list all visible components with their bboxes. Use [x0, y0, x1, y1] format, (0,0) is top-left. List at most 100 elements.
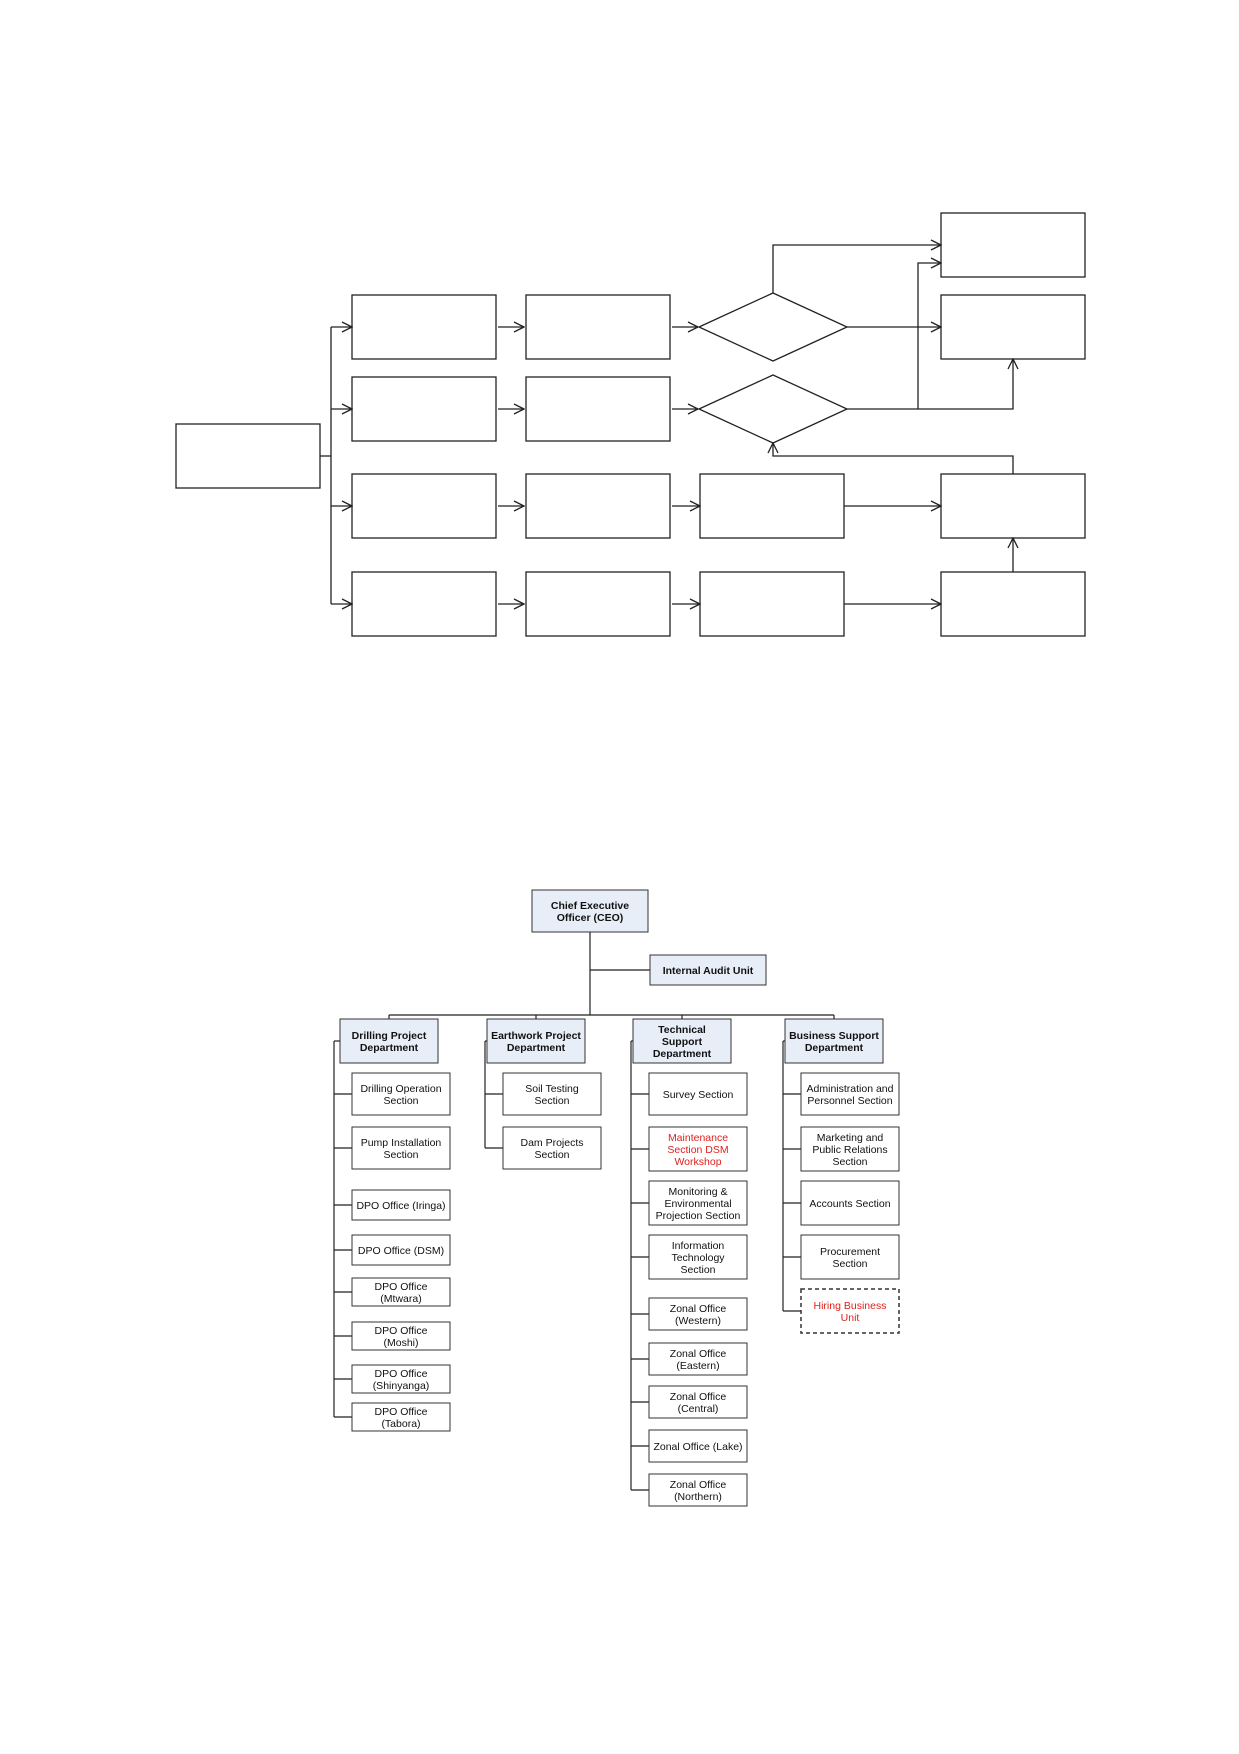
- section-box-business-frame: [800, 1234, 900, 1280]
- org-box-label: Information: [672, 1240, 725, 1252]
- section-box-technical-frame: [648, 1429, 748, 1463]
- section-box-technical-frame: [648, 1342, 748, 1376]
- section-box-drilling: DPO Office(Shinyanga): [351, 1364, 451, 1394]
- org-box-label: Section: [832, 1258, 867, 1270]
- org-box-label: Zonal Office: [670, 1391, 727, 1403]
- org-box-label: Section: [383, 1095, 418, 1107]
- section-box-business-frame: [800, 1180, 900, 1226]
- section-box-technical: Zonal Office(Central): [648, 1385, 748, 1419]
- org-box-label: Department: [360, 1042, 419, 1054]
- org-box-label: Internal Audit Unit: [663, 965, 754, 977]
- section-box-drilling-frame: [351, 1364, 451, 1394]
- org-box-label: Drilling Project: [352, 1030, 427, 1042]
- section-box-technical: Zonal Office(Northern): [648, 1473, 748, 1507]
- flow-box-r1c1: [351, 294, 497, 360]
- section-box-earthwork-frame: [502, 1072, 602, 1116]
- org-box-label: Chief Executive: [551, 900, 629, 912]
- org-box-label: Accounts Section: [809, 1198, 890, 1210]
- org-box-label: Business Support: [789, 1030, 879, 1042]
- org-box-label: (Mtwara): [380, 1293, 421, 1305]
- section-box-technical-frame: [648, 1473, 748, 1507]
- section-box-technical: Zonal Office(Eastern): [648, 1342, 748, 1376]
- org-box-label: Soil Testing: [525, 1083, 579, 1095]
- flow-box-r1c2: [525, 294, 671, 360]
- org-box-label: Zonal Office: [670, 1348, 727, 1360]
- org-box-label: Pump Installation: [361, 1137, 442, 1149]
- section-box-technical: Zonal Office (Lake): [648, 1429, 748, 1463]
- org-box-label: Section: [534, 1095, 569, 1107]
- section-box-business-frame: [800, 1072, 900, 1116]
- org-box-label: Hiring Business: [814, 1300, 887, 1312]
- org-box-label: DPO Office (Iringa): [356, 1200, 445, 1212]
- org-box-label: Projection Section: [656, 1210, 741, 1222]
- org-box-label: Workshop: [674, 1156, 721, 1168]
- flow-diagram: [175, 212, 1086, 637]
- org-box-label: Zonal Office: [670, 1479, 727, 1491]
- flow-box-out4: [940, 571, 1086, 637]
- dept-box-business-frame: [784, 1018, 884, 1064]
- org-box-label: Technology: [671, 1252, 725, 1264]
- section-box-drilling-frame: [351, 1402, 451, 1432]
- section-box-technical-frame: [648, 1385, 748, 1419]
- section-box-technical-frame: [648, 1297, 748, 1331]
- section-box-drilling: DPO Office(Tabora): [351, 1402, 451, 1432]
- org-box-label: Earthwork Project: [491, 1030, 581, 1042]
- dept-box-technical-frame: [632, 1018, 732, 1064]
- org-box-label: Dam Projects: [520, 1137, 583, 1149]
- org-box-label: Section: [534, 1149, 569, 1161]
- flow-box-out1: [940, 212, 1086, 278]
- section-box-drilling-frame: [351, 1072, 451, 1116]
- org-box-label: Personnel Section: [807, 1095, 892, 1107]
- flow-arrow: [917, 263, 941, 409]
- section-box-technical: Zonal Office(Western): [648, 1297, 748, 1331]
- flow-box-r4c2: [525, 571, 671, 637]
- flow-box-r2c2: [525, 376, 671, 442]
- org-box-label: Maintenance: [668, 1132, 728, 1144]
- section-box-technical-frame: [648, 1180, 748, 1226]
- org-box-label: Department: [805, 1042, 864, 1054]
- org-box-label: DPO Office (DSM): [358, 1245, 444, 1257]
- org-box-label: Section: [383, 1149, 418, 1161]
- section-box-technical-frame: [648, 1126, 748, 1172]
- section-box-drilling: DPO Office (Iringa): [351, 1189, 451, 1221]
- section-box-business-frame: [800, 1126, 900, 1172]
- section-box-drilling: DPO Office (DSM): [351, 1234, 451, 1266]
- org-box-label: Environmental: [664, 1198, 731, 1210]
- org-box-label: Procurement: [820, 1246, 880, 1258]
- org-box-label: Administration and: [807, 1083, 894, 1095]
- org-box-label: (Central): [678, 1403, 719, 1415]
- org-box-label: (Western): [675, 1315, 721, 1327]
- flow-arrow: [772, 245, 941, 293]
- org-box-label: Section: [680, 1264, 715, 1276]
- org-box-label: Officer (CEO): [557, 912, 624, 924]
- section-box-technical-frame: [648, 1234, 748, 1280]
- section-box-drilling-frame: [351, 1321, 451, 1351]
- org-box-label: Public Relations: [812, 1144, 887, 1156]
- section-box-drilling: DPO Office(Moshi): [351, 1321, 451, 1351]
- internal-audit-box-frame: [649, 954, 767, 986]
- org-box-label: Technical: [658, 1024, 706, 1036]
- internal-audit-box: Internal Audit Unit: [649, 954, 767, 986]
- org-box-label: Survey Section: [663, 1089, 734, 1101]
- flow-arrow: [847, 359, 1013, 410]
- section-box-business-frame: [800, 1288, 900, 1334]
- flow-box-start: [175, 423, 321, 489]
- section-box-drilling-frame: [351, 1234, 451, 1266]
- section-box-technical: Survey Section: [648, 1072, 748, 1116]
- org-box-label: (Northern): [674, 1491, 722, 1503]
